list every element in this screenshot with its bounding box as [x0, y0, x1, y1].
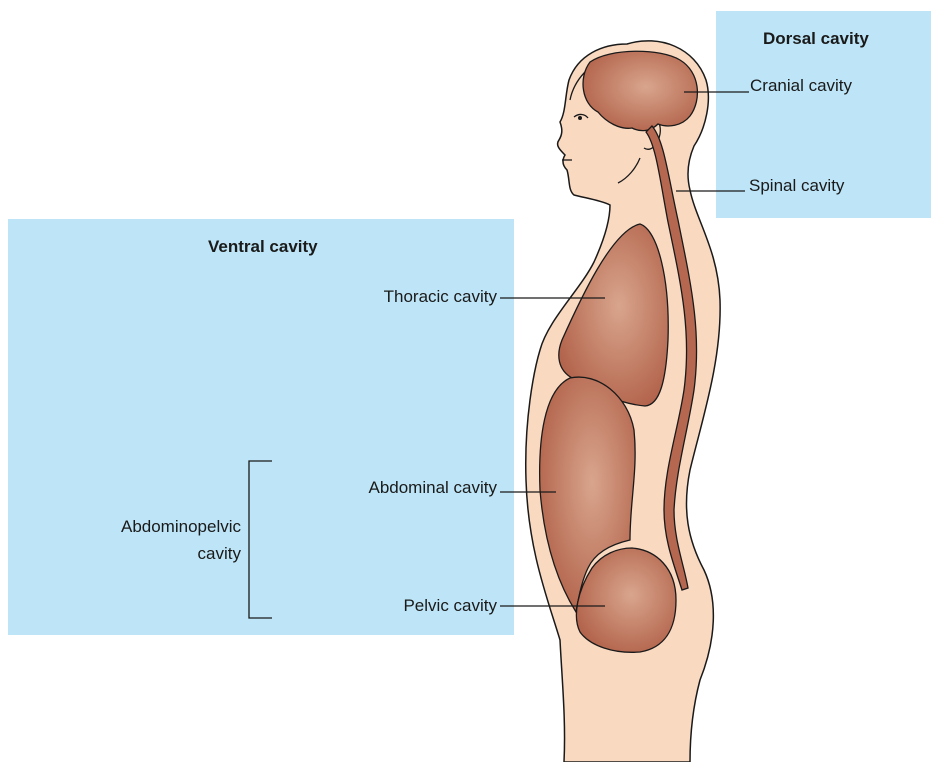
- spinal-cavity-label: Spinal cavity: [749, 176, 844, 196]
- abdominal-cavity-label: Abdominal cavity: [368, 478, 497, 498]
- eye-pupil: [578, 116, 582, 120]
- abdominopelvic-label-line2: cavity: [198, 544, 241, 564]
- thoracic-cavity-label: Thoracic cavity: [384, 287, 497, 307]
- ventral-panel: [8, 219, 514, 635]
- abdominopelvic-label-line1: Abdominopelvic: [121, 517, 241, 537]
- ventral-cavity-title: Ventral cavity: [208, 237, 318, 257]
- cranial-cavity-label: Cranial cavity: [750, 76, 852, 96]
- dorsal-cavity-title: Dorsal cavity: [763, 29, 869, 49]
- pelvic-cavity-label: Pelvic cavity: [403, 596, 497, 616]
